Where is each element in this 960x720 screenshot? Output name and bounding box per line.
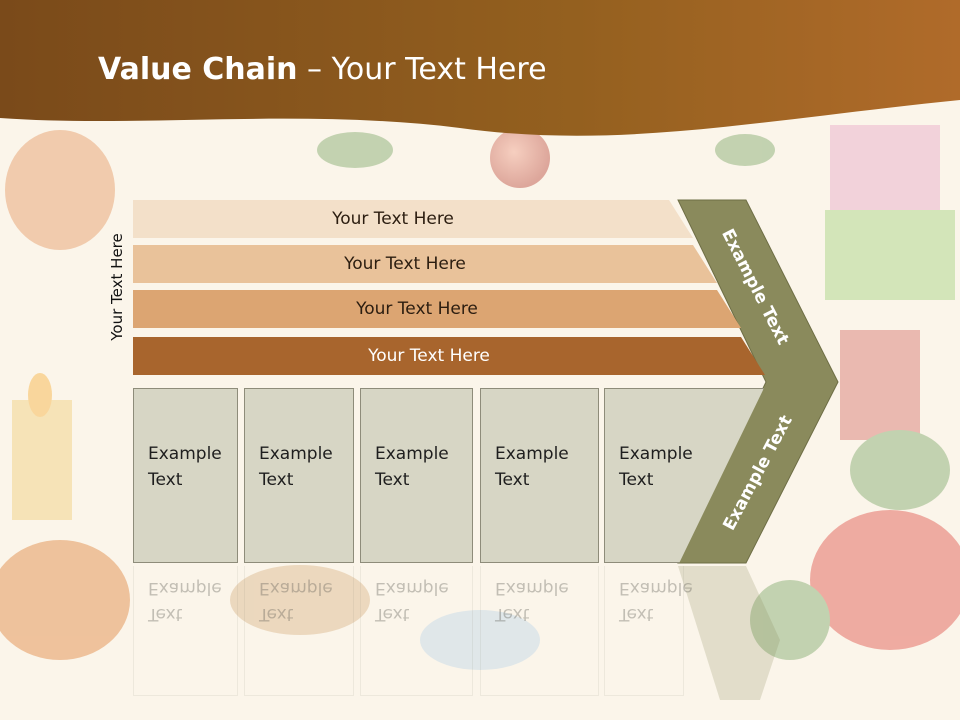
box-reflection-1: Text Example [133,566,238,696]
refl-line1: Example [619,578,693,598]
box-reflection-4: Text Example [480,566,599,696]
band-1: Your Text Here [133,200,693,238]
box-line2: Text [148,470,183,490]
band-label: Your Text Here [332,209,454,229]
refl-line2: Text [495,604,530,624]
chevron-arrow [677,199,839,564]
band-3: Your Text Here [133,290,741,328]
box-line1: Example [495,444,569,464]
refl-line2: Text [375,604,410,624]
refl-line1: Example [259,578,333,598]
title-rest: – Your Text Here [297,52,547,87]
box-line1: Example [619,444,693,464]
box-line2: Text [495,470,530,490]
refl-line1: Example [495,578,569,598]
box-line1: Example [259,444,333,464]
holly-decoration [0,125,960,670]
refl-line1: Example [375,578,449,598]
activity-box-2: Example Text [244,388,354,563]
box-reflection-3: Text Example [360,566,473,696]
box-line2: Text [259,470,294,490]
box-reflection-5: Text Example [604,566,693,696]
side-label: Your Text Here [108,233,126,341]
activity-box-3: Example Text [360,388,473,563]
refl-line2: Text [619,604,654,624]
page-title: Value Chain – Your Text Here [98,52,547,87]
refl-line1: Example [148,578,222,598]
refl-line2: Text [259,604,294,624]
box-line1: Example [148,444,222,464]
activity-box-4: Example Text [480,388,599,563]
box-line1: Example [375,444,449,464]
band-2: Your Text Here [133,245,717,283]
chevron-reflection [678,566,780,700]
box-line2: Text [375,470,410,490]
activity-box-1: Example Text [133,388,238,563]
band-4: Your Text Here [133,337,765,375]
refl-line2: Text [148,604,183,624]
box-reflection-2: Text Example [244,566,354,696]
band-label: Your Text Here [344,254,466,274]
title-bold: Value Chain [98,52,298,87]
box-line2: Text [619,470,654,490]
header-band [0,0,960,136]
band-label: Your Text Here [368,346,490,366]
band-label: Your Text Here [356,299,478,319]
